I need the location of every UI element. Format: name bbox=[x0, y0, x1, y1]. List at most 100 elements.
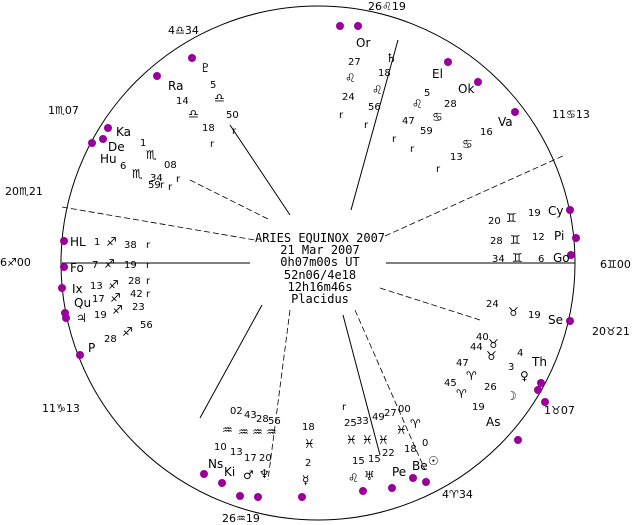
cusp-label-11: 4♎34 bbox=[168, 24, 199, 37]
label-or-r: r bbox=[339, 110, 344, 121]
center-title: ARIES EQUINOX 2007 bbox=[255, 231, 385, 245]
label-saturn-deg: 18 bbox=[378, 68, 391, 79]
label-mercury-glyph: ☿ bbox=[302, 473, 309, 487]
label-cy-lead: 20 bbox=[488, 216, 501, 227]
label-go-deg: 6 bbox=[538, 254, 544, 265]
label-pluto-r: r bbox=[232, 126, 237, 137]
label-or-sign: ♌ bbox=[345, 71, 356, 85]
marker-hu bbox=[99, 135, 107, 143]
label-fo-min: 19 bbox=[124, 260, 137, 271]
label-de-min: 34 bbox=[150, 173, 163, 184]
label-aries-lead: 40 bbox=[476, 332, 489, 343]
label-aries-min: 47 bbox=[456, 358, 469, 369]
center-coords: 52n06/4e18 bbox=[284, 268, 356, 282]
bottom-left-num-8: 20 bbox=[259, 453, 272, 464]
label-ix-r: r bbox=[146, 276, 151, 287]
planets-upper-left: Ra 14 ♎ 18 r ♇ 5 ♎ 50 r Ka 1 ♏ 08 r De 6… bbox=[100, 61, 239, 193]
cusp-dash-9 bbox=[189, 179, 271, 221]
cusp-line-ic-left bbox=[199, 304, 263, 419]
aries-sign-b: ♈ bbox=[410, 417, 421, 431]
label-cy-sign: ♊ bbox=[506, 211, 517, 225]
label-de-r: r bbox=[160, 180, 165, 191]
pisces-sign-3: ♓ bbox=[378, 433, 389, 447]
label-qu-min: 42 bbox=[130, 289, 143, 300]
label-ra: Ra bbox=[168, 79, 183, 93]
marker-p bbox=[76, 351, 84, 359]
planets-right: 20 ♊ 19 Cy 28 ♊ 12 Pi 34 ♊ 6 Go 24 ♉ 19 … bbox=[486, 204, 570, 327]
bottom-right-num-4: 27 bbox=[384, 408, 397, 419]
bottom-mid-num-1: 18 bbox=[302, 422, 315, 433]
marker-pluto bbox=[188, 54, 196, 62]
center-sidereal: 12h16m46s bbox=[287, 280, 352, 294]
label-ok-sign: ♋ bbox=[432, 110, 443, 124]
label-uranus-glyph: ♅ bbox=[364, 469, 375, 483]
label-aries-lead2: 44 bbox=[470, 342, 483, 353]
label-se: Se bbox=[548, 313, 563, 327]
marker-cy bbox=[566, 206, 574, 214]
cusp-label-8: 11♋13 bbox=[552, 108, 590, 121]
bottom-left-num-7: 17 bbox=[244, 453, 257, 464]
label-hl-r: r bbox=[146, 240, 151, 251]
label-moon-deg: 26 bbox=[484, 382, 497, 393]
marker-jupiter bbox=[62, 314, 70, 322]
label-as-deg: 19 bbox=[472, 402, 485, 413]
bottom-right-num-10: 0 bbox=[422, 438, 428, 449]
label-el-deg: 5 bbox=[424, 88, 430, 99]
bottom-mid-r: r bbox=[342, 402, 347, 413]
label-moon-glyph: ☽ bbox=[506, 389, 517, 403]
planets-bottom-left: 02 43 28 56 ♒ ♒ ♒ ♒ 10 13 17 20 Ns Ki ♂ … bbox=[208, 406, 281, 482]
label-hu-deg: 59 bbox=[148, 180, 161, 191]
cusp-label-5: 4♈34 bbox=[442, 488, 473, 501]
label-qu-deg: 17 bbox=[92, 294, 105, 305]
cusp-dash-8 bbox=[384, 154, 566, 237]
cusp-dash-ic bbox=[267, 309, 291, 481]
label-el-r: r bbox=[392, 134, 397, 145]
marker-fo bbox=[60, 263, 68, 271]
bottom-left-num-5: 10 bbox=[214, 442, 227, 453]
label-se-lead: 24 bbox=[486, 299, 499, 310]
label-jupiter-min: 23 bbox=[132, 302, 145, 313]
label-qu: Qu bbox=[74, 296, 91, 310]
label-go: Go bbox=[553, 251, 570, 265]
pisces-sign: ♓ bbox=[304, 437, 315, 451]
bottom-left-num-3: 28 bbox=[256, 414, 269, 425]
label-va: Va bbox=[498, 115, 513, 129]
label-saturn-r: r bbox=[364, 120, 369, 131]
label-hl: HL bbox=[70, 235, 86, 249]
label-ok-deg: 28 bbox=[444, 99, 457, 110]
label-ra-sign: ♎ bbox=[188, 107, 199, 121]
cusp-line-11 bbox=[229, 124, 291, 216]
planets-lower-right: 40 44 ♉ ♉ 4 Th 3 ♀ 47 ♈ 45 26 ☽ ♈ 19 As bbox=[444, 332, 547, 429]
planets-bottom-middle: 18 ♓ 2 ☿ r bbox=[302, 402, 347, 487]
label-va-sign: ♋ bbox=[462, 137, 473, 151]
label-ix: Ix bbox=[72, 282, 83, 296]
label-pe: Pe bbox=[392, 465, 406, 479]
label-th: Th bbox=[531, 355, 547, 369]
bottom-right-num-1: 25 bbox=[344, 418, 357, 429]
mc-cusp-label: 26♌19 bbox=[368, 0, 406, 13]
marker-ix bbox=[58, 284, 66, 292]
label-el: El bbox=[432, 67, 443, 81]
label-jupiter-sign: ♐ bbox=[112, 303, 123, 317]
bottom-right-num-2: 33 bbox=[356, 416, 369, 427]
label-neptune-glyph: ♆ bbox=[259, 467, 270, 481]
label-qu-sign: ♐ bbox=[110, 291, 121, 305]
aquarius-sign-3: ♒ bbox=[252, 425, 263, 439]
marker-pe bbox=[388, 484, 396, 492]
label-de: De bbox=[108, 140, 125, 154]
label-pi-deg: 12 bbox=[532, 232, 545, 243]
label-saturn-sign: ♌ bbox=[372, 83, 383, 97]
marker-moon bbox=[541, 398, 549, 406]
label-hu-r: r bbox=[168, 182, 173, 193]
label-uranus-glyph-1: ♌ bbox=[348, 471, 359, 485]
label-pluto-min: 50 bbox=[226, 110, 239, 121]
marker-be bbox=[409, 474, 417, 482]
marker-se bbox=[566, 317, 574, 325]
label-ns: Ns bbox=[208, 457, 223, 471]
marker-th bbox=[537, 379, 545, 387]
label-se-sign: ♉ bbox=[508, 305, 519, 319]
label-ix-sign: ♐ bbox=[108, 278, 119, 292]
cusp-dash-12 bbox=[61, 206, 256, 241]
